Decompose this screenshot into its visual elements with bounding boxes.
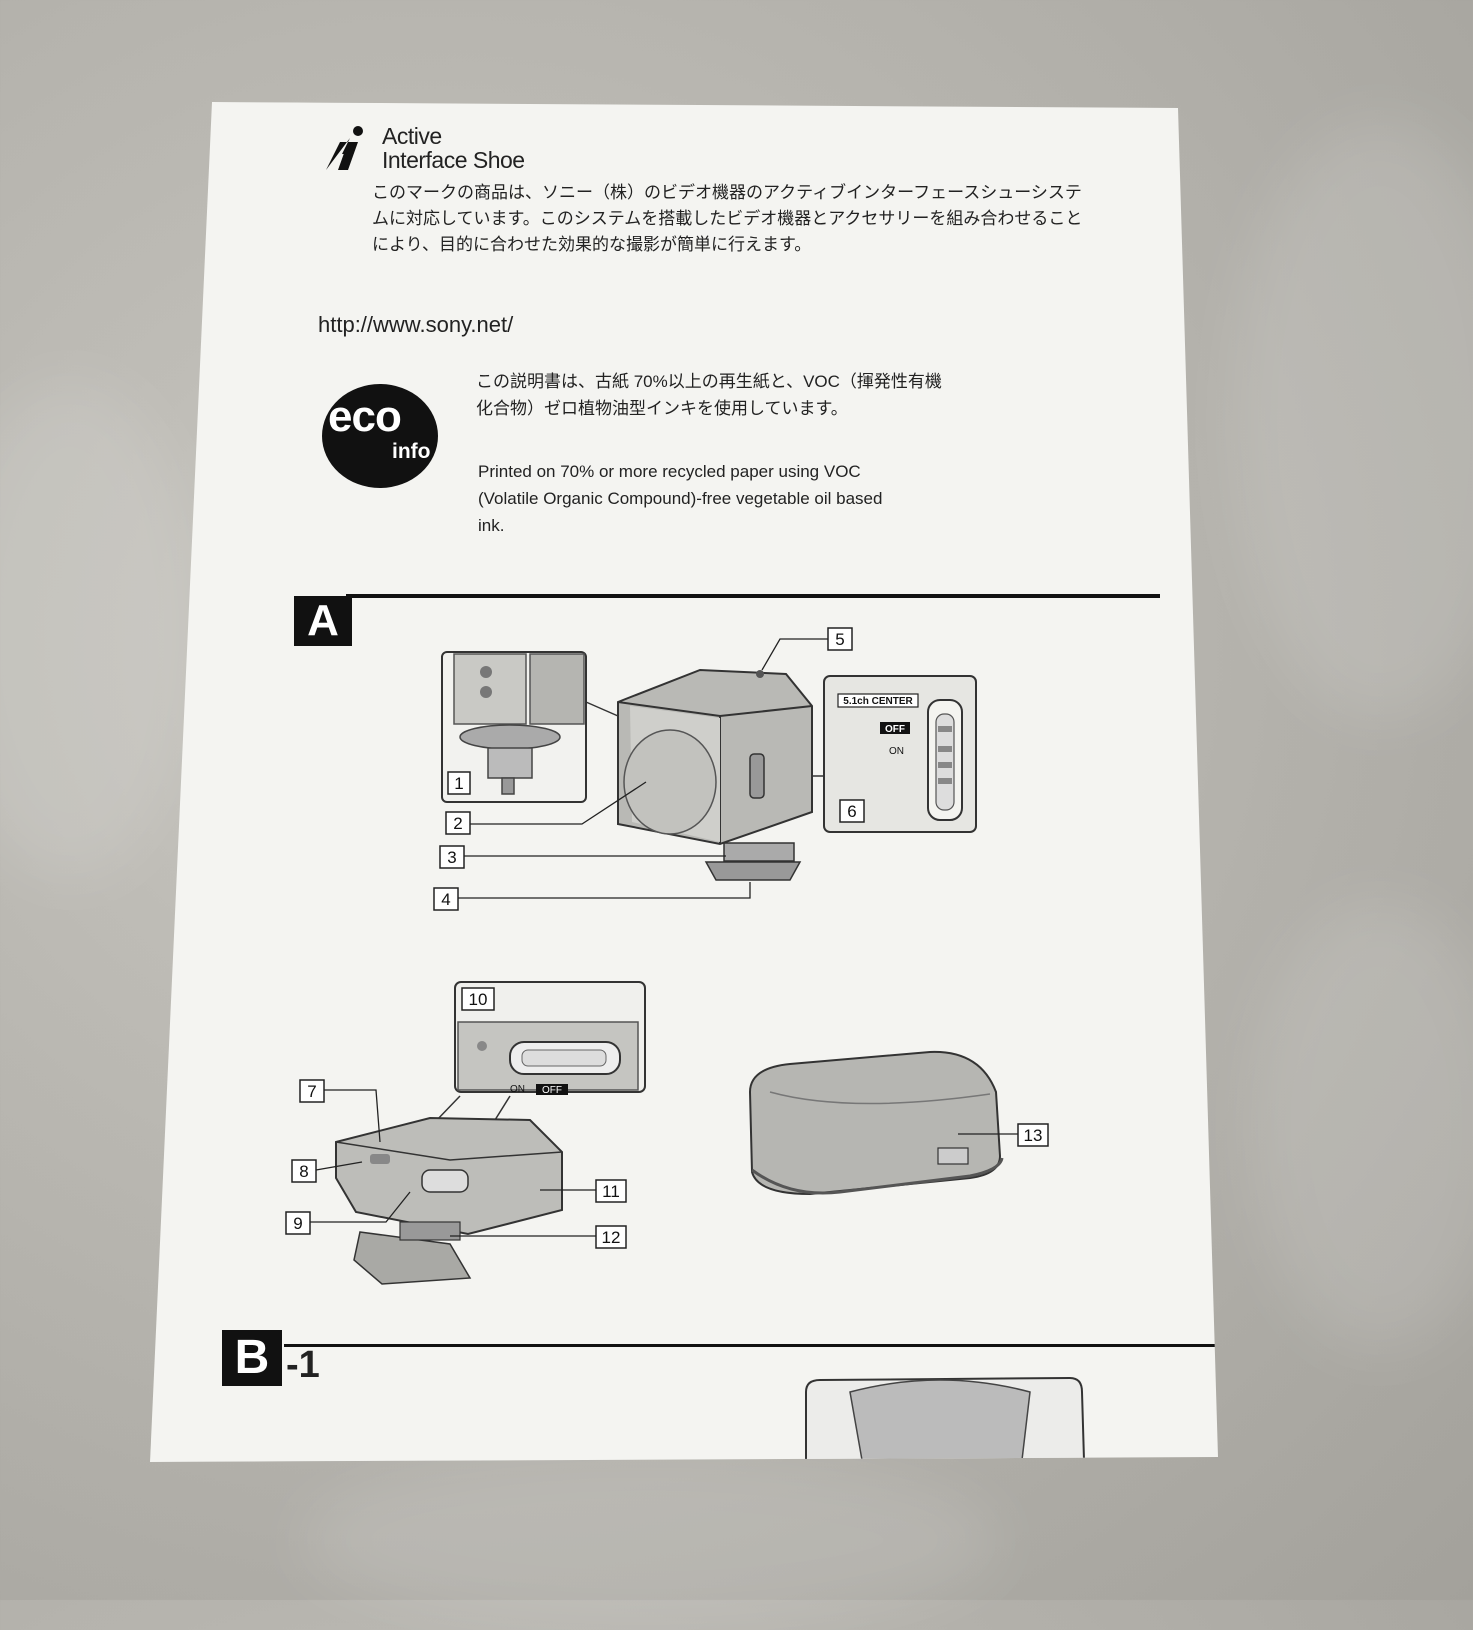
logo-line-2: Interface Shoe: [382, 147, 525, 173]
windscreen: [748, 1050, 1002, 1196]
section-a-label: A: [294, 596, 352, 646]
active-interface-shoe-logo-icon: [326, 126, 363, 170]
svg-text:9: 9: [293, 1214, 302, 1233]
microphone-light-icon: [756, 670, 764, 678]
callout-4: 4: [433, 882, 751, 911]
svg-text:10: 10: [469, 990, 488, 1009]
callout-9: 9: [285, 1191, 411, 1235]
logo-line-1: Active: [382, 123, 442, 149]
svg-text:2: 2: [453, 814, 462, 833]
svg-text:3: 3: [447, 848, 456, 867]
section-b-label: B: [222, 1330, 282, 1386]
svg-text:7: 7: [307, 1082, 316, 1101]
section-a-rule: [346, 594, 1160, 598]
inset-1-screw-icon: [480, 666, 492, 678]
callout-12: 12: [450, 1225, 627, 1249]
svg-text:13: 13: [1024, 1126, 1043, 1145]
microphone-switch: [749, 753, 765, 799]
eco-text-jp: この説明書は、古紙 70%以上の再生紙と、VOC（揮発性有機化合物）ゼロ植物油型…: [476, 372, 942, 418]
active-interface-shoe-title: Active Interface Shoe: [382, 124, 525, 172]
callout-2: 2: [445, 781, 647, 835]
switch-off-box: [880, 722, 910, 734]
receiver-shoe: [353, 1231, 472, 1285]
svg-text:6: 6: [847, 802, 856, 821]
callout-8: 8: [291, 1159, 363, 1183]
callout-3: 3: [439, 845, 726, 869]
svg-text:11: 11: [602, 1182, 620, 1201]
callout-1: 1: [447, 771, 471, 795]
switch-title: 5.1ch CENTER: [843, 696, 913, 707]
callout-13: 13: [958, 1123, 1049, 1147]
svg-text:12: 12: [602, 1228, 621, 1247]
eco-logo-sub: info: [392, 440, 431, 463]
callout-6: 6: [839, 799, 865, 823]
callout-10: 10: [461, 987, 495, 1011]
receiver-power-switch: [421, 1169, 469, 1193]
callout-5: 5: [761, 627, 853, 671]
eco-logo-word: eco: [328, 392, 402, 441]
section-b-suffix: -1: [286, 1344, 320, 1386]
manual-page: Active Interface Shoe このマークの商品は、ソニー（株）のビ…: [150, 102, 1218, 1462]
receiver-off-label: OFF: [542, 1085, 562, 1096]
switch-off-label: OFF: [885, 724, 905, 735]
switch-on-label: ON: [889, 746, 904, 757]
figure-a-illustration: 5.1ch CENTER OFF ON ON OFF 1: [285, 627, 1085, 1461]
callout-7: 7: [299, 1079, 381, 1143]
eco-text-en: Printed on 70% or more recycled paper us…: [478, 462, 883, 535]
svg-text:5: 5: [835, 630, 844, 649]
inset-1-screw2-icon: [480, 686, 492, 698]
svg-text:8: 8: [299, 1162, 308, 1181]
section-b-rule: [284, 1344, 1218, 1347]
website-url: http://www.sony.net/: [318, 312, 514, 337]
svg-text:4: 4: [441, 890, 450, 909]
receiver-on-label: ON: [510, 1084, 525, 1095]
eco-info-logo: [322, 384, 438, 488]
description-jp: このマークの商品は、ソニー（株）のビデオ機器のアクティブインターフェースシューシ…: [372, 183, 1083, 254]
microphone-grille: [623, 729, 717, 835]
svg-text:1: 1: [454, 774, 463, 793]
inset-1-foot: [459, 724, 561, 750]
microphone-shoe: [723, 842, 795, 862]
callout-11: 11: [540, 1179, 627, 1203]
switch-title-box: [837, 693, 919, 708]
